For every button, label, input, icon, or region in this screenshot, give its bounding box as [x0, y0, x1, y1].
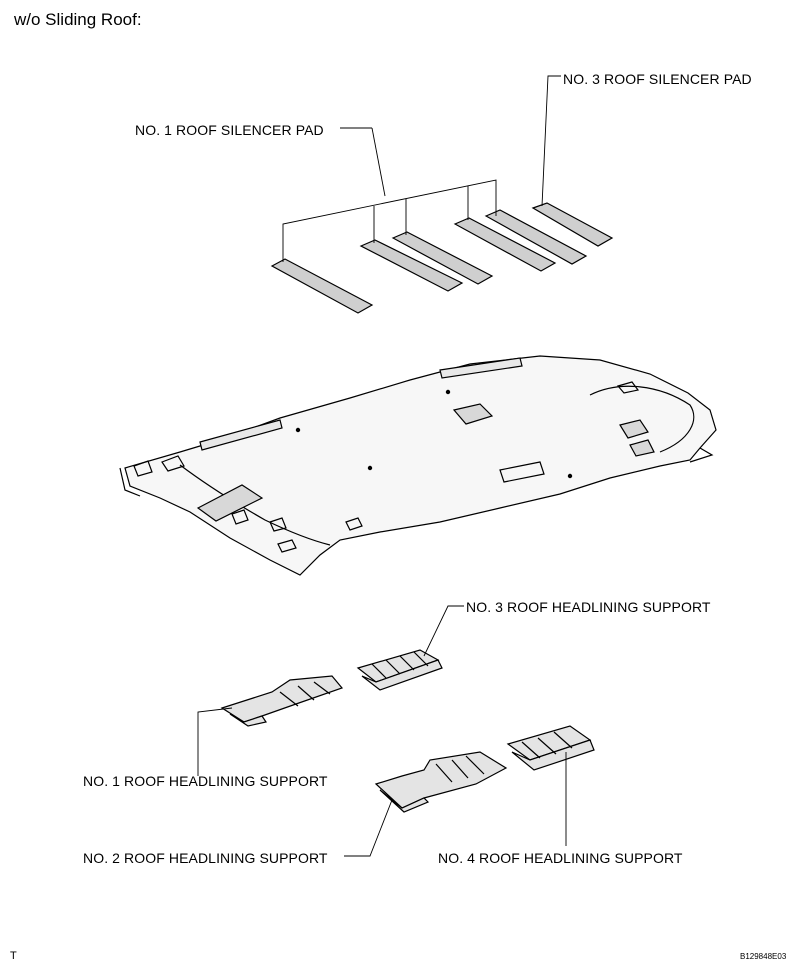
silencer-pad — [484, 209, 588, 265]
callout-no1-roof-silencer-pad: NO. 1 ROOF SILENCER PAD — [135, 122, 324, 138]
callout-no3-roof-silencer-pad: NO. 3 ROOF SILENCER PAD — [563, 71, 752, 87]
silencer-pad-group — [270, 202, 614, 314]
callout-no4-roof-headlining-support: NO. 4 ROOF HEADLINING SUPPORT — [438, 850, 683, 866]
headlining-support-3 — [356, 649, 443, 691]
silencer-pad — [391, 231, 494, 285]
headliner-panel — [119, 355, 717, 576]
diagram-heading: w/o Sliding Roof: — [14, 10, 142, 29]
callout-no1-roof-headlining-support: NO. 1 ROOF HEADLINING SUPPORT — [83, 773, 328, 789]
callout-no2-roof-headlining-support: NO. 2 ROOF HEADLINING SUPPORT — [83, 850, 328, 866]
figure-code: B129848E03 — [740, 952, 787, 961]
callout-no3-roof-headlining-support: NO. 3 ROOF HEADLINING SUPPORT — [466, 599, 711, 615]
headlining-support-4 — [506, 725, 595, 771]
support-leader-lines — [197, 605, 567, 857]
silencer-pad — [270, 258, 374, 314]
headlining-support-1 — [220, 675, 344, 727]
silencer-pad — [453, 217, 557, 272]
headliner-opening — [196, 484, 264, 522]
headlining-support-2 — [374, 751, 508, 813]
dome-light-opening — [452, 403, 494, 425]
silencer-leader-frame — [282, 75, 561, 262]
silencer-pad — [359, 239, 464, 292]
corner-mark: T — [10, 950, 17, 962]
